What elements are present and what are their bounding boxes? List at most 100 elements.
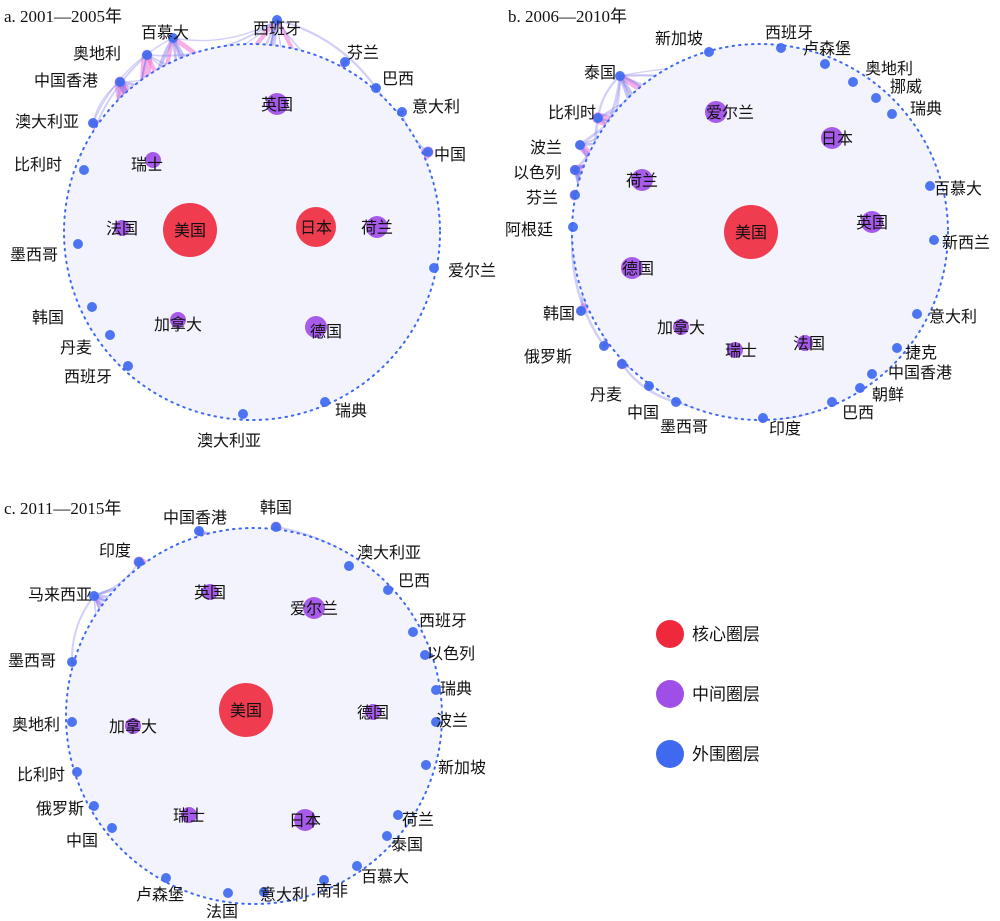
network-ring <box>65 527 443 905</box>
node-middle <box>294 809 316 831</box>
node-label: 西班牙 <box>253 19 301 38</box>
node-label: 韩国 <box>543 304 575 323</box>
node-outer <box>352 861 362 871</box>
node-outer <box>848 77 858 87</box>
node-core <box>724 205 778 259</box>
node-outer <box>423 147 433 157</box>
node-outer <box>758 413 768 423</box>
node-label: 中国香港 <box>34 71 98 90</box>
node-label: 瑞典 <box>335 401 367 420</box>
node-outer <box>87 302 97 312</box>
node-label: 巴西 <box>842 403 874 422</box>
node-outer <box>340 57 350 67</box>
node-outer <box>704 47 714 57</box>
node-outer <box>397 107 407 117</box>
node-outer <box>320 397 330 407</box>
node-outer <box>887 109 897 119</box>
node-outer <box>223 888 233 898</box>
node-label: 法国 <box>106 219 138 238</box>
node-label: 捷克 <box>905 343 937 362</box>
node-label: 意大利 <box>412 97 460 116</box>
node-label: 丹麦 <box>60 338 92 357</box>
legend-label: 中间圈层 <box>692 685 760 705</box>
node-outer <box>271 522 281 532</box>
legend-swatch-middle <box>656 680 684 708</box>
node-label: 以色列 <box>427 644 475 663</box>
node-outer <box>134 557 144 567</box>
node-middle <box>125 718 141 734</box>
node-label: 美国 <box>735 223 767 242</box>
node-outer <box>194 526 204 536</box>
node-label: 瑞士 <box>725 341 757 360</box>
node-label: 德国 <box>622 259 654 278</box>
node-label: 意大利 <box>260 885 308 904</box>
node-label: 德国 <box>357 703 389 722</box>
node-core <box>163 203 217 257</box>
network-edge <box>172 19 278 42</box>
node-outer <box>644 381 654 391</box>
node-outer <box>161 873 171 883</box>
node-label: 墨西哥 <box>10 245 58 264</box>
node-label: 韩国 <box>32 308 64 327</box>
node-label: 南非 <box>316 881 348 900</box>
node-label: 奥地利 <box>12 715 60 734</box>
node-outer <box>776 43 786 53</box>
node-label: 荷兰 <box>361 218 393 237</box>
node-label: 波兰 <box>530 138 562 157</box>
node-outer <box>568 222 578 232</box>
node-label: 芬兰 <box>347 43 379 62</box>
node-outer <box>925 181 935 191</box>
node-label: 澳大利亚 <box>357 543 421 562</box>
node-middle <box>631 169 653 191</box>
node-middle <box>621 257 643 279</box>
node-label: 德国 <box>310 322 342 341</box>
node-label: 巴西 <box>398 571 430 590</box>
node-outer <box>429 263 439 273</box>
node-label: 瑞士 <box>173 806 205 825</box>
legend-label: 外围圈层 <box>692 745 760 765</box>
node-outer <box>107 823 117 833</box>
node-label: 奥地利 <box>865 59 913 78</box>
node-middle <box>305 316 327 338</box>
node-label: 印度 <box>99 541 131 560</box>
node-outer <box>123 361 133 371</box>
node-outer <box>272 15 282 25</box>
node-label: 法国 <box>206 902 238 921</box>
node-label: 荷兰 <box>402 810 434 829</box>
node-outer <box>67 717 77 727</box>
panel-title: b. 2006—2010年 <box>508 7 627 26</box>
legend-swatch-core <box>656 620 684 648</box>
node-label: 日本 <box>289 811 321 830</box>
node-label: 爱尔兰 <box>290 599 338 618</box>
node-label: 俄罗斯 <box>36 799 84 818</box>
node-outer <box>871 93 881 103</box>
network-disc <box>64 44 440 420</box>
node-label: 加拿大 <box>657 318 705 337</box>
node-label: 马来西亚 <box>28 585 92 604</box>
legend-swatch-outer <box>656 740 684 768</box>
node-label: 英国 <box>856 213 888 232</box>
node-label: 朝鲜 <box>872 385 904 404</box>
network-edge <box>92 37 174 124</box>
node-label: 中国 <box>627 403 659 422</box>
node-outer <box>319 875 329 885</box>
node-middle <box>303 597 325 619</box>
network-edge <box>275 18 378 90</box>
node-label: 墨西哥 <box>8 651 56 670</box>
node-middle <box>114 220 130 236</box>
network-panel-2011-2015: c. 2011—2015年 美国英国爱尔兰德国加拿大日本瑞士韩国澳大利亚巴西西班… <box>4 498 486 921</box>
node-outer <box>827 397 837 407</box>
node-label: 俄罗斯 <box>524 347 572 366</box>
node-label: 英国 <box>194 583 226 602</box>
node-middle <box>145 152 161 168</box>
node-outer <box>408 627 418 637</box>
node-outer <box>89 591 99 601</box>
node-label: 阿根廷 <box>505 220 553 239</box>
node-outer <box>89 801 99 811</box>
node-outer <box>72 767 82 777</box>
node-middle <box>365 704 381 720</box>
node-outer <box>431 685 441 695</box>
node-middle <box>861 211 883 233</box>
node-middle <box>727 342 743 358</box>
